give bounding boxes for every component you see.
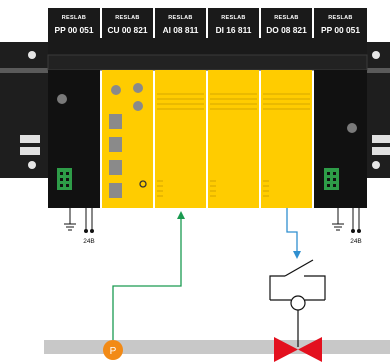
port-icon (109, 183, 122, 198)
power-led-icon (347, 123, 357, 133)
module-header-3: RESLAB DI 16 811 (208, 8, 259, 38)
module-body-do (261, 70, 312, 208)
rail-screw-icon (28, 161, 36, 169)
left-power-terminal: 24В (64, 208, 95, 245)
module-brand: RESLAB (168, 15, 192, 21)
port-icon (109, 114, 122, 129)
valve-icon (274, 337, 322, 362)
module-header-1: RESLAB CU 00 821 (102, 8, 153, 38)
module-brand: RESLAB (62, 15, 86, 21)
module-body-ai (155, 70, 206, 208)
module-body-di (208, 70, 259, 208)
module-body-pp-right (314, 70, 367, 208)
status-led-icon (133, 83, 143, 93)
module-header-4: RESLAB DO 08 821 (261, 8, 312, 38)
analog-signal-wire (112, 211, 185, 340)
rail-screw-icon (372, 161, 380, 169)
module-model-label: CU 00 821 (107, 25, 147, 35)
digital-output-wire (286, 208, 301, 259)
terminal-block-icon (57, 168, 72, 190)
module-brand: RESLAB (221, 15, 245, 21)
module-connector-strip (47, 54, 368, 71)
power-voltage-label: 24В (83, 238, 95, 245)
module-model-label: DO 08 821 (266, 25, 307, 35)
module-brand: RESLAB (115, 15, 139, 21)
status-led-icon (133, 101, 143, 111)
module-model-label: PP 00 051 (321, 25, 360, 35)
arrow-down-icon (293, 251, 301, 259)
port-icon (109, 160, 122, 175)
pressure-sensor-icon: P (103, 340, 123, 360)
module-model-label: PP 00 051 (55, 25, 94, 35)
status-led-icon (111, 85, 121, 95)
terminal-block-icon (324, 168, 339, 190)
relay-switch-icon (269, 259, 326, 347)
process-pipe (44, 340, 390, 354)
power-led-icon (57, 94, 67, 104)
right-power-terminal: 24В (332, 208, 362, 245)
indicator-led-icon (139, 180, 147, 188)
power-voltage-label: 24В (350, 238, 362, 245)
module-header-5: RESLAB PP 00 051 (314, 8, 367, 38)
left-din-rail (0, 42, 48, 178)
module-brand: RESLAB (274, 15, 298, 21)
module-header-2: RESLAB AI 08 811 (155, 8, 206, 38)
module-body-pp-left (48, 70, 100, 208)
module-model-label: DI 16 811 (216, 25, 252, 35)
rail-screw-icon (372, 51, 380, 59)
module-body-cu (102, 70, 153, 208)
right-din-rail (367, 42, 390, 178)
arrow-up-icon (177, 211, 185, 219)
sensor-letter: P (110, 346, 117, 357)
module-brand: RESLAB (328, 15, 352, 21)
rail-screw-icon (28, 51, 36, 59)
module-model-label: AI 08 811 (163, 25, 199, 35)
port-icon (109, 137, 122, 152)
module-header-0: RESLAB PP 00 051 (48, 8, 100, 38)
